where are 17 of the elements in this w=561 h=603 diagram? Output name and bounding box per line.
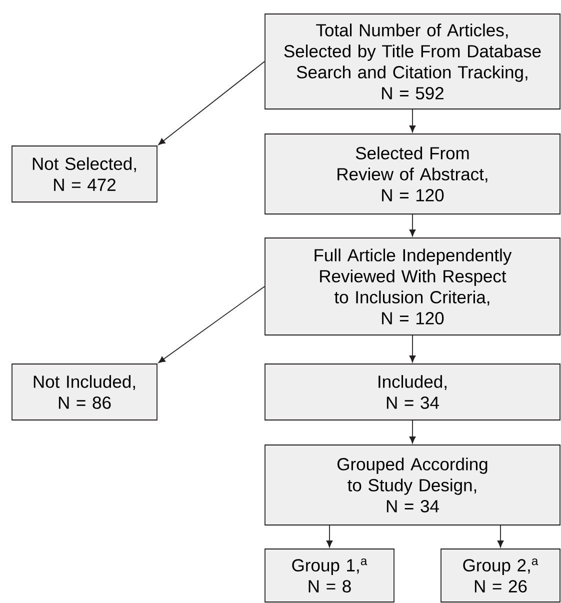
process-box: Full Article Independently Reviewed With Respect to Inclusion Criteria, N = 120 — [264, 238, 560, 336]
arrow — [326, 525, 333, 548]
process-box: Not Selected, N = 472 — [12, 146, 158, 202]
process-box: Selected From Review of Abstract, N = 120 — [264, 134, 560, 214]
arrow — [409, 420, 416, 444]
arrow — [409, 214, 416, 236]
arrow — [409, 335, 416, 362]
process-box: Not Included, N = 86 — [12, 364, 158, 420]
process-box: Included, N = 34 — [264, 364, 560, 420]
arrow — [497, 525, 504, 548]
process-box: Group 2,$^{a}$ N = 26 — [440, 548, 560, 602]
arrow — [158, 61, 265, 145]
arrow — [158, 286, 265, 364]
process-box: Grouped According to Study Design, N = 34 — [264, 444, 560, 526]
process-box: Group 1,$^{a}$ N = 8 — [264, 548, 394, 602]
arrow — [409, 109, 416, 132]
process-box: Total Number of Articles, Selected by Title From Database Search and Citation Tracking, N = 592 — [264, 14, 560, 110]
